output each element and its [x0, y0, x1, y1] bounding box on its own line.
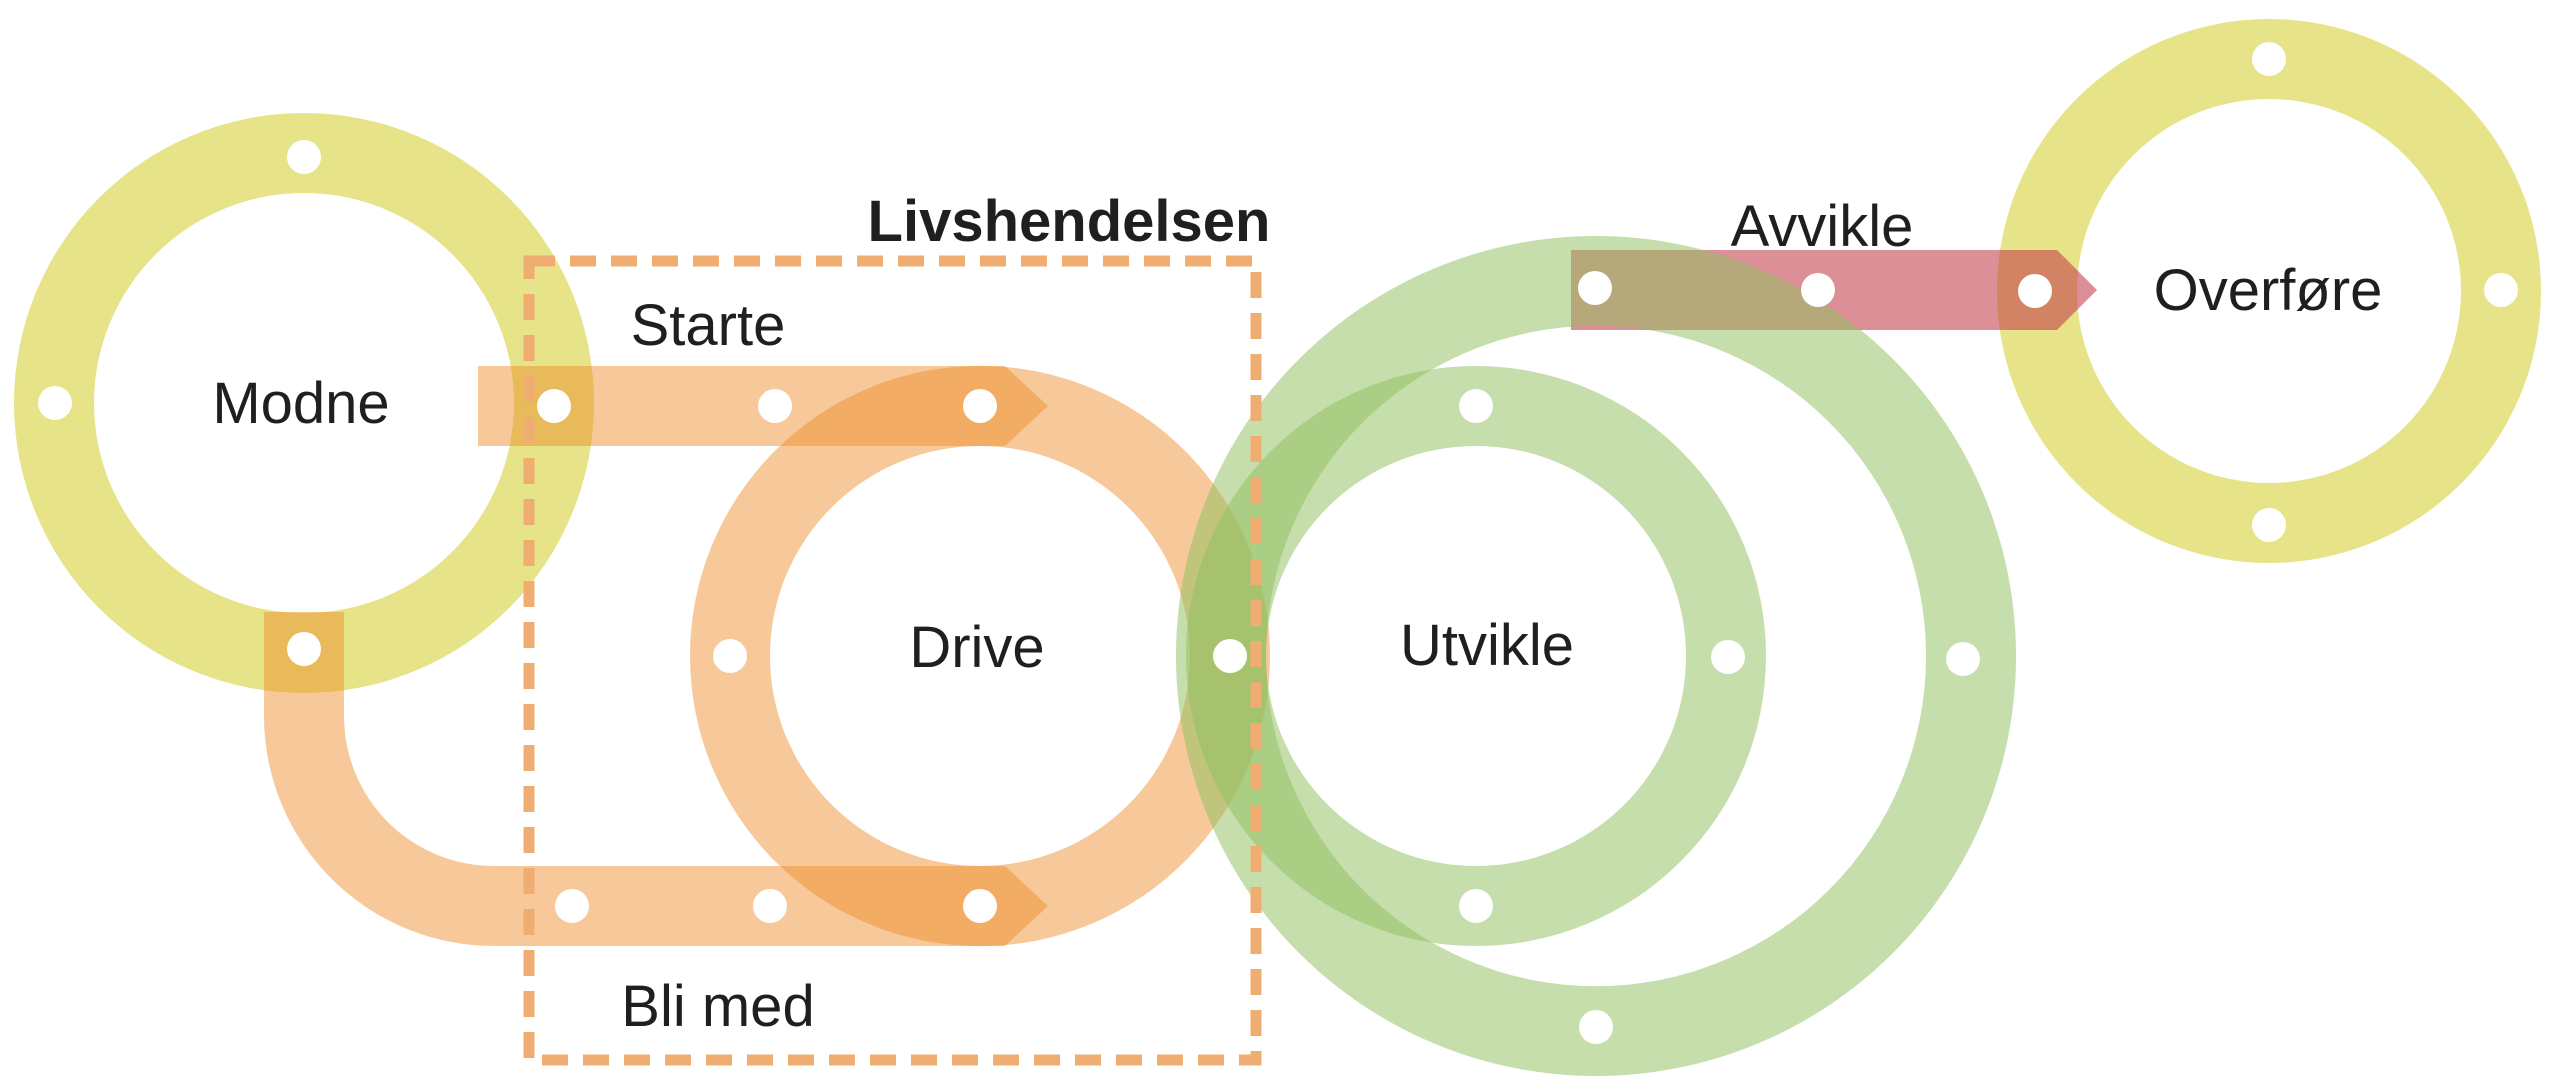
- station-dot: [1579, 1010, 1613, 1044]
- station-dot: [1801, 273, 1835, 307]
- station-dot: [2252, 42, 2286, 76]
- station-dot: [287, 140, 321, 174]
- stage-label-bli-med: Bli med: [621, 974, 815, 1040]
- station-dot: [2018, 274, 2052, 308]
- station-dot: [38, 386, 72, 420]
- stage-label-avvikle: Avvikle: [1730, 194, 1914, 260]
- station-dot: [2484, 273, 2518, 307]
- ring-overfore: [1997, 19, 2541, 563]
- station-dot: [1578, 271, 1612, 305]
- stage-label-utvikle: Utvikle: [1399, 613, 1575, 679]
- station-dot: [537, 389, 571, 423]
- ring-utvikle-large: [1176, 236, 2016, 1076]
- station-dot: [963, 389, 997, 423]
- station-dot: [287, 632, 321, 666]
- station-dot: [1946, 642, 1980, 676]
- station-dot: [963, 889, 997, 923]
- station-dot: [1711, 640, 1745, 674]
- diagram-title: Livshendelsen: [867, 189, 1271, 255]
- stage-label-drive: Drive: [909, 615, 1045, 681]
- station-dot: [555, 889, 589, 923]
- station-dot: [2252, 508, 2286, 542]
- station-dot: [1459, 389, 1493, 423]
- stage-label-modne: Modne: [212, 371, 390, 437]
- station-dot: [713, 639, 747, 673]
- path-bli-med: [264, 612, 1048, 946]
- station-dot: [758, 389, 792, 423]
- stage-label-overfore: Overføre: [2153, 258, 2383, 324]
- stage-label-starte: Starte: [630, 293, 786, 359]
- station-dot: [1213, 639, 1247, 673]
- livshendelsen-dashed-box: [523, 255, 1262, 1066]
- station-dot: [1459, 889, 1493, 923]
- station-dot: [753, 889, 787, 923]
